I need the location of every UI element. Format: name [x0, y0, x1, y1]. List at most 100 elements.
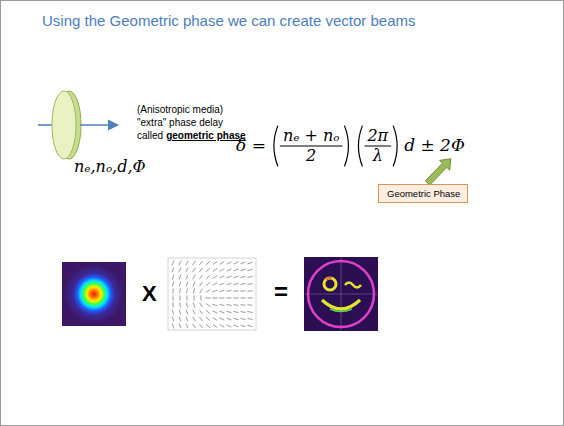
polarization-tick: [213, 304, 218, 306]
polarization-tick: [199, 261, 202, 265]
polarization-tick: [233, 283, 238, 284]
polarization-tick: [213, 324, 217, 327]
polarization-tick: [186, 317, 188, 322]
polarization-tick: [206, 290, 210, 293]
formula-numerator: 2π: [367, 127, 388, 145]
polarization-tick: [200, 295, 201, 300]
polarization-tick: [200, 303, 203, 307]
polarization-tick: [193, 310, 195, 315]
ring: [308, 261, 374, 327]
operator: =: [274, 278, 288, 306]
polarization-tick: [186, 288, 188, 293]
polarization-tick: [193, 295, 194, 300]
polarization-tick: [240, 318, 245, 319]
polarization-tick: [220, 262, 224, 265]
polarization-tick: [179, 302, 181, 307]
polarization-tick: [227, 318, 232, 320]
vector-field: [168, 258, 256, 330]
parenthesis: [393, 126, 397, 167]
callout-box: Geometric Phase: [378, 184, 468, 203]
polarization-tick: [220, 318, 225, 320]
crosshair: [305, 294, 377, 295]
polarization-tick: [206, 268, 210, 271]
polarization-tick: [172, 288, 174, 293]
polarization-tick: [193, 317, 196, 321]
polarization-tick: [213, 283, 218, 285]
polarization-tick: [234, 269, 239, 271]
vector-field-frame: [168, 258, 256, 330]
polarization-tick: [186, 282, 188, 287]
polarization-tick: [172, 268, 174, 273]
polarization-tick: [199, 282, 202, 286]
polarization-tick: [247, 269, 252, 270]
slide-title: Using the Geometric phase we can create …: [42, 12, 416, 29]
polarization-tick: [186, 295, 187, 300]
polarization-tick: [186, 275, 188, 280]
polarization-tick: [200, 289, 203, 294]
polarization-tick: [186, 268, 188, 273]
polarization-tick: [172, 317, 174, 322]
wink: [345, 283, 361, 288]
parenthesis: [274, 126, 278, 167]
polarization-tick: [193, 303, 195, 308]
polarization-tick: [179, 281, 180, 286]
polarization-tick: [233, 304, 238, 306]
polarization-tick: [227, 276, 232, 278]
polarization-tick: [213, 318, 217, 321]
formula-denominator: 2: [306, 147, 316, 165]
leader-arrow: [425, 159, 450, 185]
polarization-tick: [248, 262, 253, 264]
gaussian-beam-bg: [62, 262, 126, 326]
polarization-tick: [172, 275, 173, 280]
polarization-tick: [240, 311, 245, 313]
polarization-tick: [186, 261, 189, 265]
polarization-tick: [199, 324, 202, 328]
polarization-tick: [172, 295, 173, 300]
smile: [322, 300, 360, 309]
polarization-tick: [226, 290, 231, 292]
polarization-tick: [172, 281, 173, 286]
polarization-tick: [247, 311, 252, 313]
callout-text: Geometric Phase: [387, 188, 459, 199]
polarization-tick: [234, 262, 239, 264]
polarization-tick: [219, 290, 224, 292]
polarization-tick: [179, 317, 181, 322]
polarization-tick: [247, 276, 252, 277]
polarization-tick: [240, 290, 245, 291]
polarization-tick: [172, 324, 174, 329]
polarization-tick: [206, 310, 210, 313]
polarization-tick: [199, 268, 202, 272]
polarization-tick: [240, 276, 245, 277]
polarization-tick: [179, 295, 180, 300]
polarization-tick: [227, 262, 232, 264]
polarization-tick: [219, 304, 224, 305]
eye: [324, 278, 336, 290]
polarization-tick: [220, 269, 225, 272]
eye-highlight: [326, 278, 332, 280]
polarization-tick: [199, 310, 202, 314]
polarization-tick: [193, 282, 195, 287]
polarization-tick: [234, 276, 239, 278]
polarization-tick: [206, 282, 210, 285]
note-text: (Anisotropic media): [137, 104, 223, 116]
polarization-tick: [179, 288, 181, 293]
polarization-tick: [179, 275, 181, 280]
polarization-tick: [206, 304, 210, 307]
polarization-tick: [193, 288, 194, 293]
polarization-tick: [199, 317, 202, 321]
polarization-tick: [213, 269, 217, 272]
polarization-tick: [241, 325, 246, 327]
leader-arrow: [425, 159, 450, 185]
polarization-tick: [227, 325, 232, 327]
polarization-tick: [240, 304, 245, 305]
polarization-tick: [234, 318, 239, 320]
polarization-tick: [206, 275, 210, 278]
polarization-tick: [213, 261, 217, 264]
polarization-tick: [233, 311, 238, 312]
polarization-tick: [219, 297, 224, 298]
polarization-tick: [206, 317, 210, 320]
formula-denominator: λ: [373, 147, 383, 165]
polarization-tick: [241, 262, 246, 264]
beam-arrow: [80, 124, 118, 126]
